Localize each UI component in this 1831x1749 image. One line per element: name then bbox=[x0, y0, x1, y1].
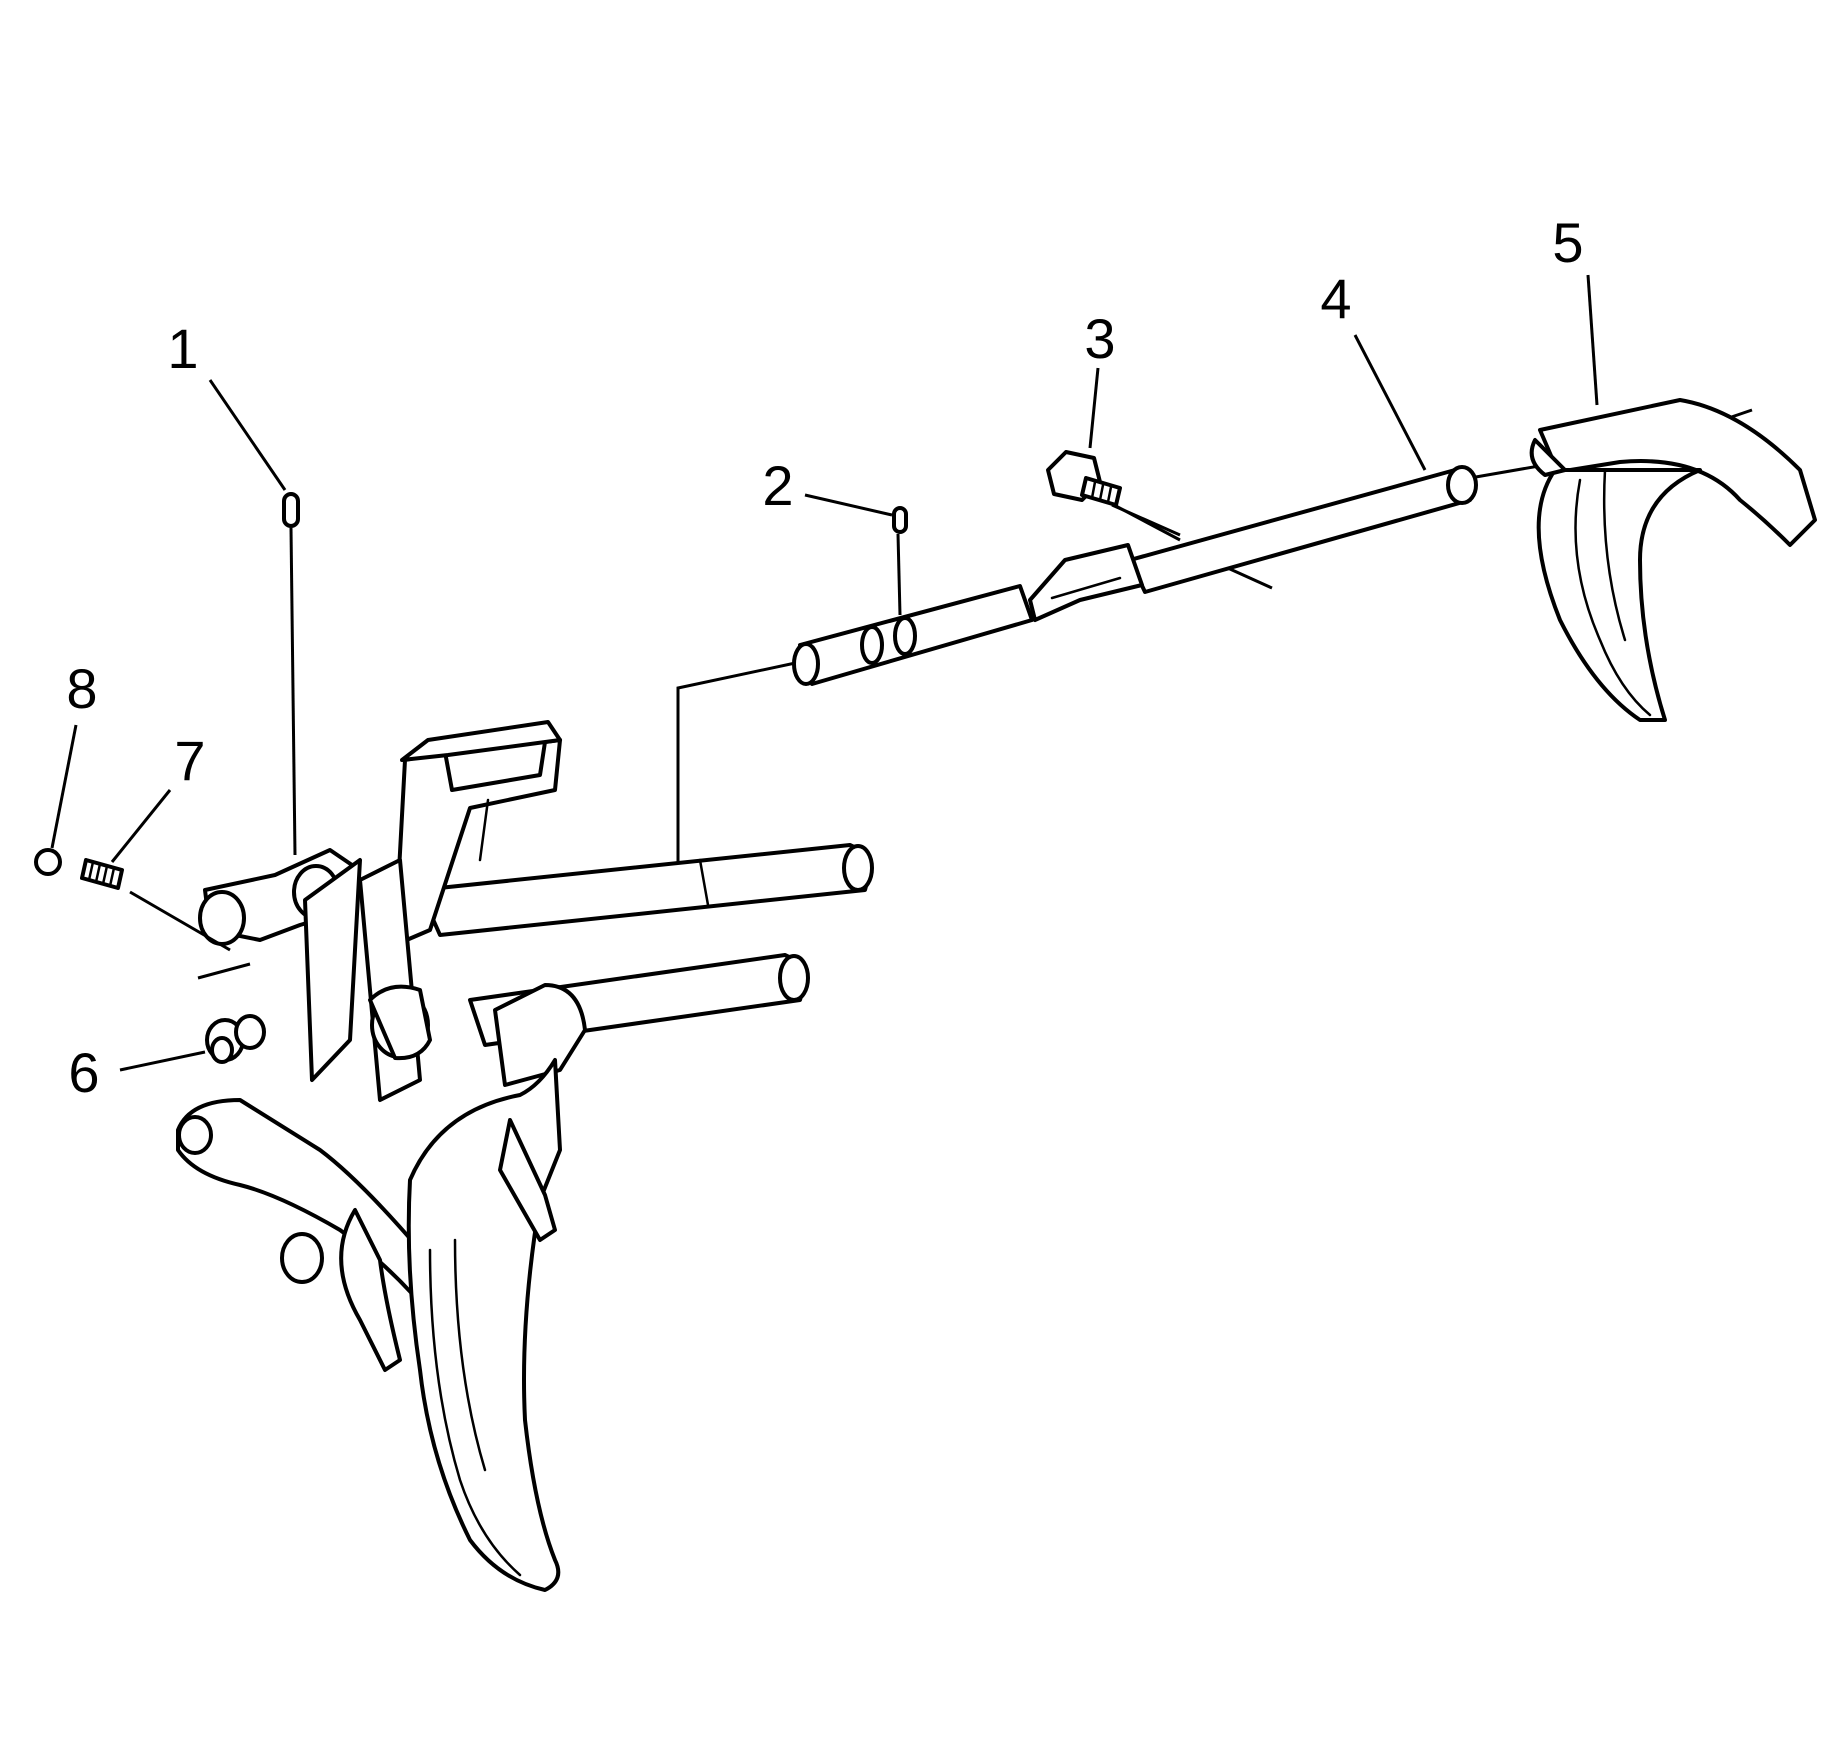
part-6-bushing bbox=[210, 1036, 234, 1064]
part-5-shift-fork bbox=[1529, 398, 1817, 722]
callout-8: 8 bbox=[66, 657, 97, 720]
callout-7: 7 bbox=[174, 729, 205, 792]
part-2-rail-sleeve bbox=[792, 543, 1144, 686]
part-1-roll-pin bbox=[282, 492, 300, 528]
part-7-detent-spring bbox=[80, 858, 124, 890]
main-fork-assembly bbox=[176, 720, 874, 1592]
callout-labels: 1 2 3 4 5 6 7 8 bbox=[66, 211, 1583, 1104]
part-2-roll-pin bbox=[892, 506, 908, 534]
callout-leaders bbox=[50, 274, 1599, 1072]
callout-4: 4 bbox=[1320, 267, 1351, 330]
callout-6: 6 bbox=[68, 1041, 99, 1104]
part-3-bolt bbox=[1046, 450, 1122, 507]
part-4-shift-rail bbox=[1128, 465, 1478, 594]
callout-2: 2 bbox=[762, 454, 793, 517]
callout-1: 1 bbox=[167, 317, 198, 380]
callout-3: 3 bbox=[1084, 307, 1115, 370]
part-8-detent-ball bbox=[34, 848, 62, 876]
callout-5: 5 bbox=[1552, 211, 1583, 274]
